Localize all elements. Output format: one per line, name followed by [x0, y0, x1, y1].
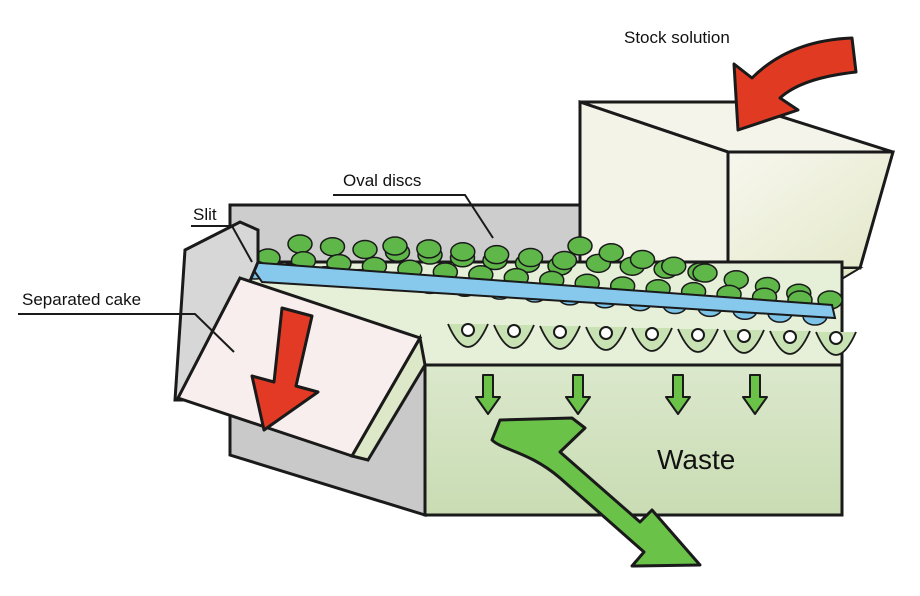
stock-solution-label: Stock solution [624, 28, 730, 47]
oval-disc [567, 236, 593, 256]
stock-solution-arrow [732, 36, 858, 132]
oval-disc [598, 243, 624, 263]
drip-arrow [475, 374, 501, 415]
shaft-roller [769, 330, 811, 355]
shaft-roller [585, 326, 627, 351]
oval-disc [382, 236, 408, 256]
oval-disc [450, 242, 476, 262]
shaft-roller [677, 328, 719, 353]
separated-cake-label: Separated cake [22, 290, 141, 309]
waste-outlet-arrow [490, 416, 702, 568]
oval-disc [692, 263, 718, 283]
drip-arrow [742, 374, 768, 415]
cake-discharge-arrow [250, 306, 320, 432]
label-leader-lines [18, 194, 494, 353]
filtrate-arrows [475, 374, 768, 415]
oval-disc [517, 247, 544, 268]
oval-disc [483, 244, 510, 265]
slit-label: Slit [193, 205, 217, 224]
oval-disc [629, 249, 656, 270]
oval-disc [551, 250, 578, 271]
disc-shafts [447, 323, 857, 356]
oval-disc [352, 239, 378, 260]
oval-disc [319, 237, 346, 257]
shaft-roller [539, 325, 581, 350]
shaft-roller [493, 324, 535, 349]
drip-arrow [565, 374, 591, 415]
shaft-roller [723, 329, 765, 354]
oval-disc [661, 256, 687, 276]
shaft-roller [815, 331, 857, 356]
drip-arrow [665, 374, 691, 415]
waste-label: Waste [657, 444, 735, 475]
disc-belt [245, 260, 837, 320]
shaft-roller [447, 323, 489, 348]
oval-disc [416, 239, 442, 259]
oval-discs-label: Oval discs [343, 171, 421, 190]
shaft-roller [631, 327, 673, 352]
oval-disc [287, 234, 313, 254]
